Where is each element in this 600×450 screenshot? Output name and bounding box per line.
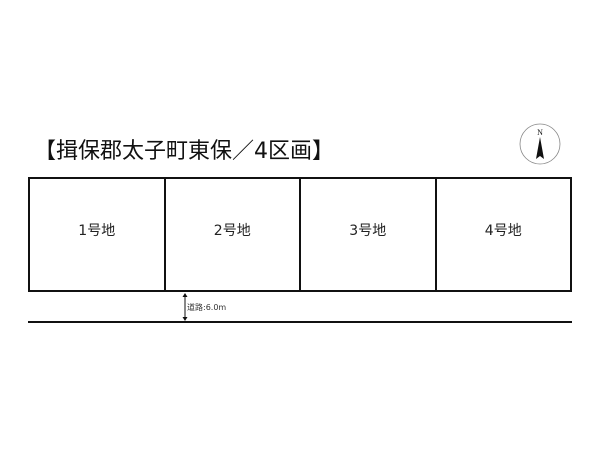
road-width-label: 道路:6.0m	[187, 303, 227, 312]
lot-4: 4号地	[434, 179, 571, 290]
lot-label: 3号地	[349, 222, 387, 239]
lot-label: 1号地	[78, 222, 116, 239]
lot-diagram: 1号地 2号地 3号地 4号地	[28, 177, 572, 292]
lot-2: 2号地	[163, 179, 300, 290]
lot-label: 4号地	[484, 222, 522, 239]
page-title: 【揖保郡太子町東保／4区画】	[34, 139, 334, 164]
double-arrow-icon	[182, 293, 188, 321]
compass-north-label: N	[537, 128, 543, 137]
lot-1: 1号地	[30, 179, 164, 290]
north-arrow-icon: N	[519, 123, 561, 165]
lot-3: 3号地	[299, 179, 435, 290]
lot-label: 2号地	[213, 222, 251, 239]
road-edge-line	[28, 321, 572, 323]
